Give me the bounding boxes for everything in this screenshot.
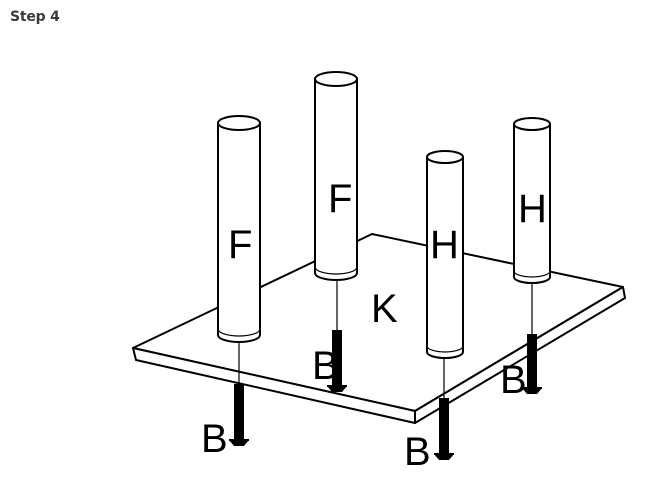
step-title: Step 4 bbox=[10, 9, 60, 25]
leg-f-front-left bbox=[217, 115, 261, 343]
screw-back-left-icon bbox=[327, 330, 347, 392]
legs bbox=[217, 71, 551, 359]
board-right-edge bbox=[414, 286, 626, 424]
label-leg-back-right: H bbox=[518, 187, 547, 231]
label-screw-front-left: B bbox=[201, 417, 228, 461]
screw-front-right-icon bbox=[434, 398, 454, 460]
label-board: K bbox=[371, 287, 398, 331]
leg-f-back-left bbox=[314, 71, 358, 281]
leg-h-back-right bbox=[513, 117, 551, 284]
board-k bbox=[132, 233, 626, 424]
label-screw-front-right: B bbox=[404, 430, 431, 474]
screw-guide-lines bbox=[238, 276, 533, 398]
label-screw-back-right: B bbox=[500, 358, 527, 402]
label-screw-back-left: B bbox=[312, 344, 339, 388]
label-leg-back-left: F bbox=[328, 177, 352, 221]
screws bbox=[229, 330, 542, 460]
label-leg-front-right: H bbox=[430, 223, 459, 267]
leg-h-front-right bbox=[426, 150, 464, 359]
screw-back-right-icon bbox=[522, 334, 542, 394]
label-leg-front-left: F bbox=[228, 223, 252, 267]
screw-front-left-icon bbox=[229, 384, 249, 446]
part-labels: F F H H K B B B B bbox=[201, 177, 547, 474]
